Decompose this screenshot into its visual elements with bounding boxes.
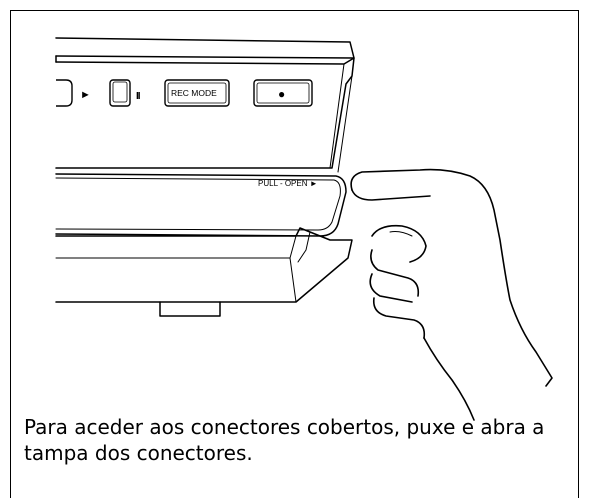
- device-front-panel: [55, 57, 355, 169]
- rec-mode-button[interactable]: [164, 79, 230, 107]
- pull-open-label: PULL - OPEN ►: [258, 179, 318, 188]
- pause-icon: II: [136, 91, 141, 102]
- figure-frame: [10, 10, 579, 498]
- record-icon: ●: [278, 87, 285, 101]
- pause-button[interactable]: [109, 79, 131, 107]
- device-top-surface: [55, 37, 355, 59]
- partial-button[interactable]: [56, 79, 73, 107]
- rec-mode-label: REC MODE: [171, 88, 217, 98]
- device-lower-body: [55, 227, 353, 303]
- connector-cover: [55, 173, 347, 237]
- play-icon: ►: [80, 89, 91, 101]
- device-foot: [159, 301, 221, 317]
- record-button[interactable]: [253, 79, 313, 107]
- device-illustration: ► II REC MODE ● PULL - OPEN ►: [55, 37, 553, 421]
- figure-caption: Para aceder aos conectores cobertos, pux…: [24, 415, 545, 465]
- hand-illustration: [350, 168, 553, 421]
